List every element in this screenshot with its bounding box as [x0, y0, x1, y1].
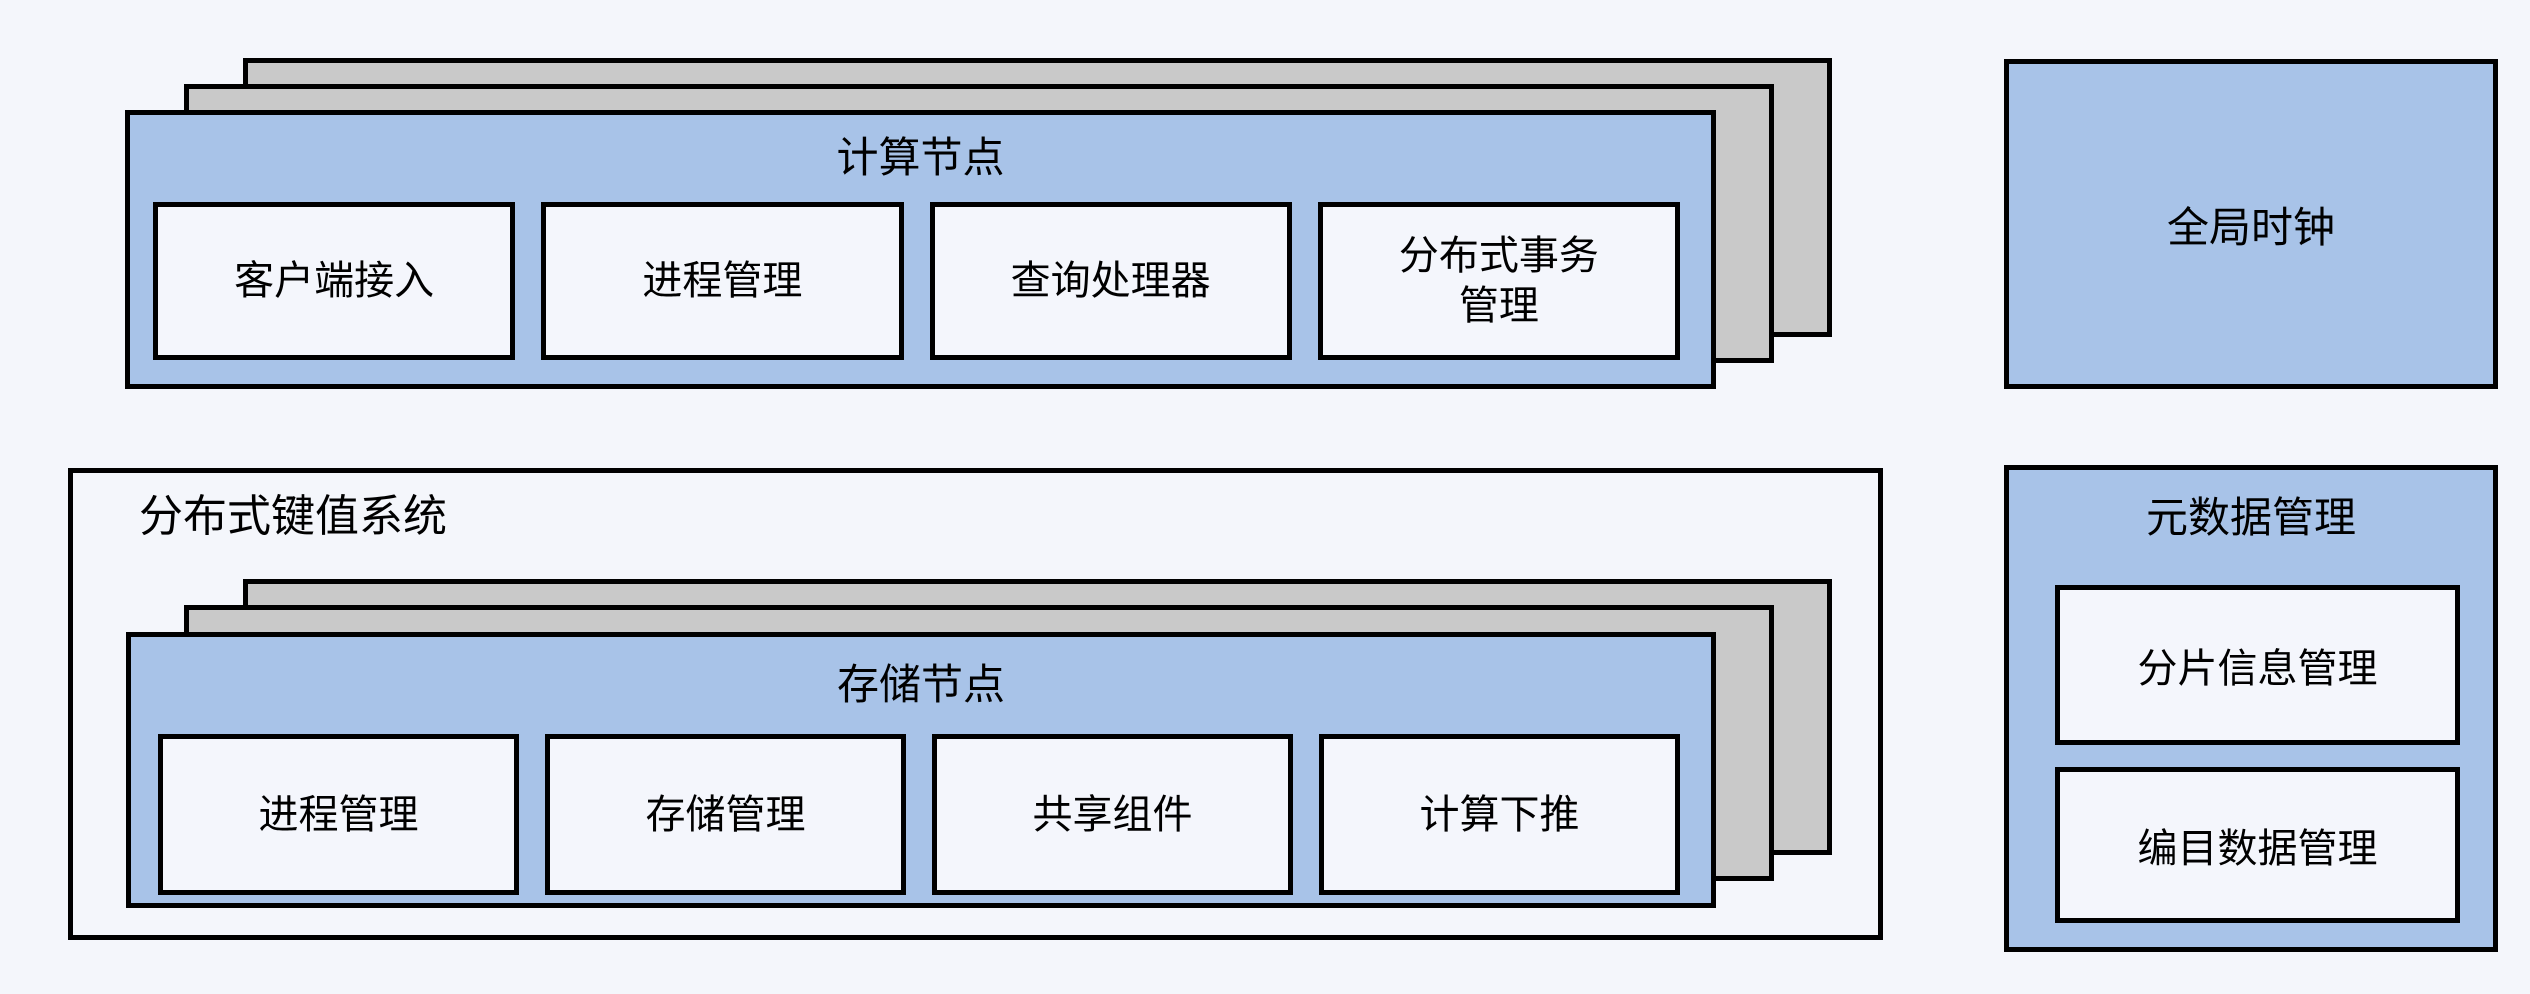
- module-label: 客户端接入: [234, 259, 435, 303]
- global-clock-label: 全局时钟: [2166, 203, 2335, 251]
- module-box-storage-management: 存储管理: [545, 734, 906, 895]
- module-box-shared-components: 共享组件: [932, 734, 1293, 895]
- module-box-process-management: 进程管理: [541, 202, 904, 360]
- compute-node-card: 计算节点 客户端接入 进程管理 查询处理器 分布式事务管理: [125, 110, 1716, 389]
- module-label: 编目数据管理: [2137, 827, 2378, 871]
- module-label: 共享组件: [1032, 792, 1193, 837]
- storage-module-row: 进程管理 存储管理 共享组件 计算下推: [158, 734, 1680, 895]
- module-box-process-management: 进程管理: [158, 734, 519, 895]
- storage-node-card: 存储节点 进程管理 存储管理 共享组件 计算下推: [126, 632, 1716, 908]
- global-clock-box: 全局时钟: [2004, 59, 2498, 389]
- compute-module-row: 客户端接入 进程管理 查询处理器 分布式事务管理: [153, 202, 1680, 360]
- module-label: 进程管理: [642, 259, 803, 303]
- module-label: 存储管理: [645, 792, 806, 837]
- module-box-shard-info-management: 分片信息管理: [2055, 585, 2460, 745]
- module-label: 计算下推: [1419, 792, 1580, 837]
- module-box-catalog-data-management: 编目数据管理: [2055, 767, 2460, 923]
- module-box-query-processor: 查询处理器: [929, 202, 1292, 360]
- metadata-management-box: 元数据管理 分片信息管理 编目数据管理: [2004, 465, 2498, 952]
- kv-system-label: 分布式键值系统: [139, 492, 447, 541]
- module-box-compute-pushdown: 计算下推: [1319, 734, 1680, 895]
- storage-node-title: 存储节点: [836, 661, 1005, 709]
- kv-system-box: 分布式键值系统: [68, 468, 1883, 940]
- module-box-client-access: 客户端接入: [153, 202, 516, 360]
- module-box-distributed-transaction: 分布式事务管理: [1317, 202, 1680, 360]
- module-label: 查询处理器: [1010, 259, 1211, 303]
- compute-node-title: 计算节点: [836, 134, 1005, 182]
- module-label: 分片信息管理: [2137, 647, 2378, 691]
- metadata-management-title: 元数据管理: [2145, 494, 2356, 541]
- module-label: 分布式事务管理: [1398, 234, 1599, 328]
- module-label: 进程管理: [258, 792, 419, 837]
